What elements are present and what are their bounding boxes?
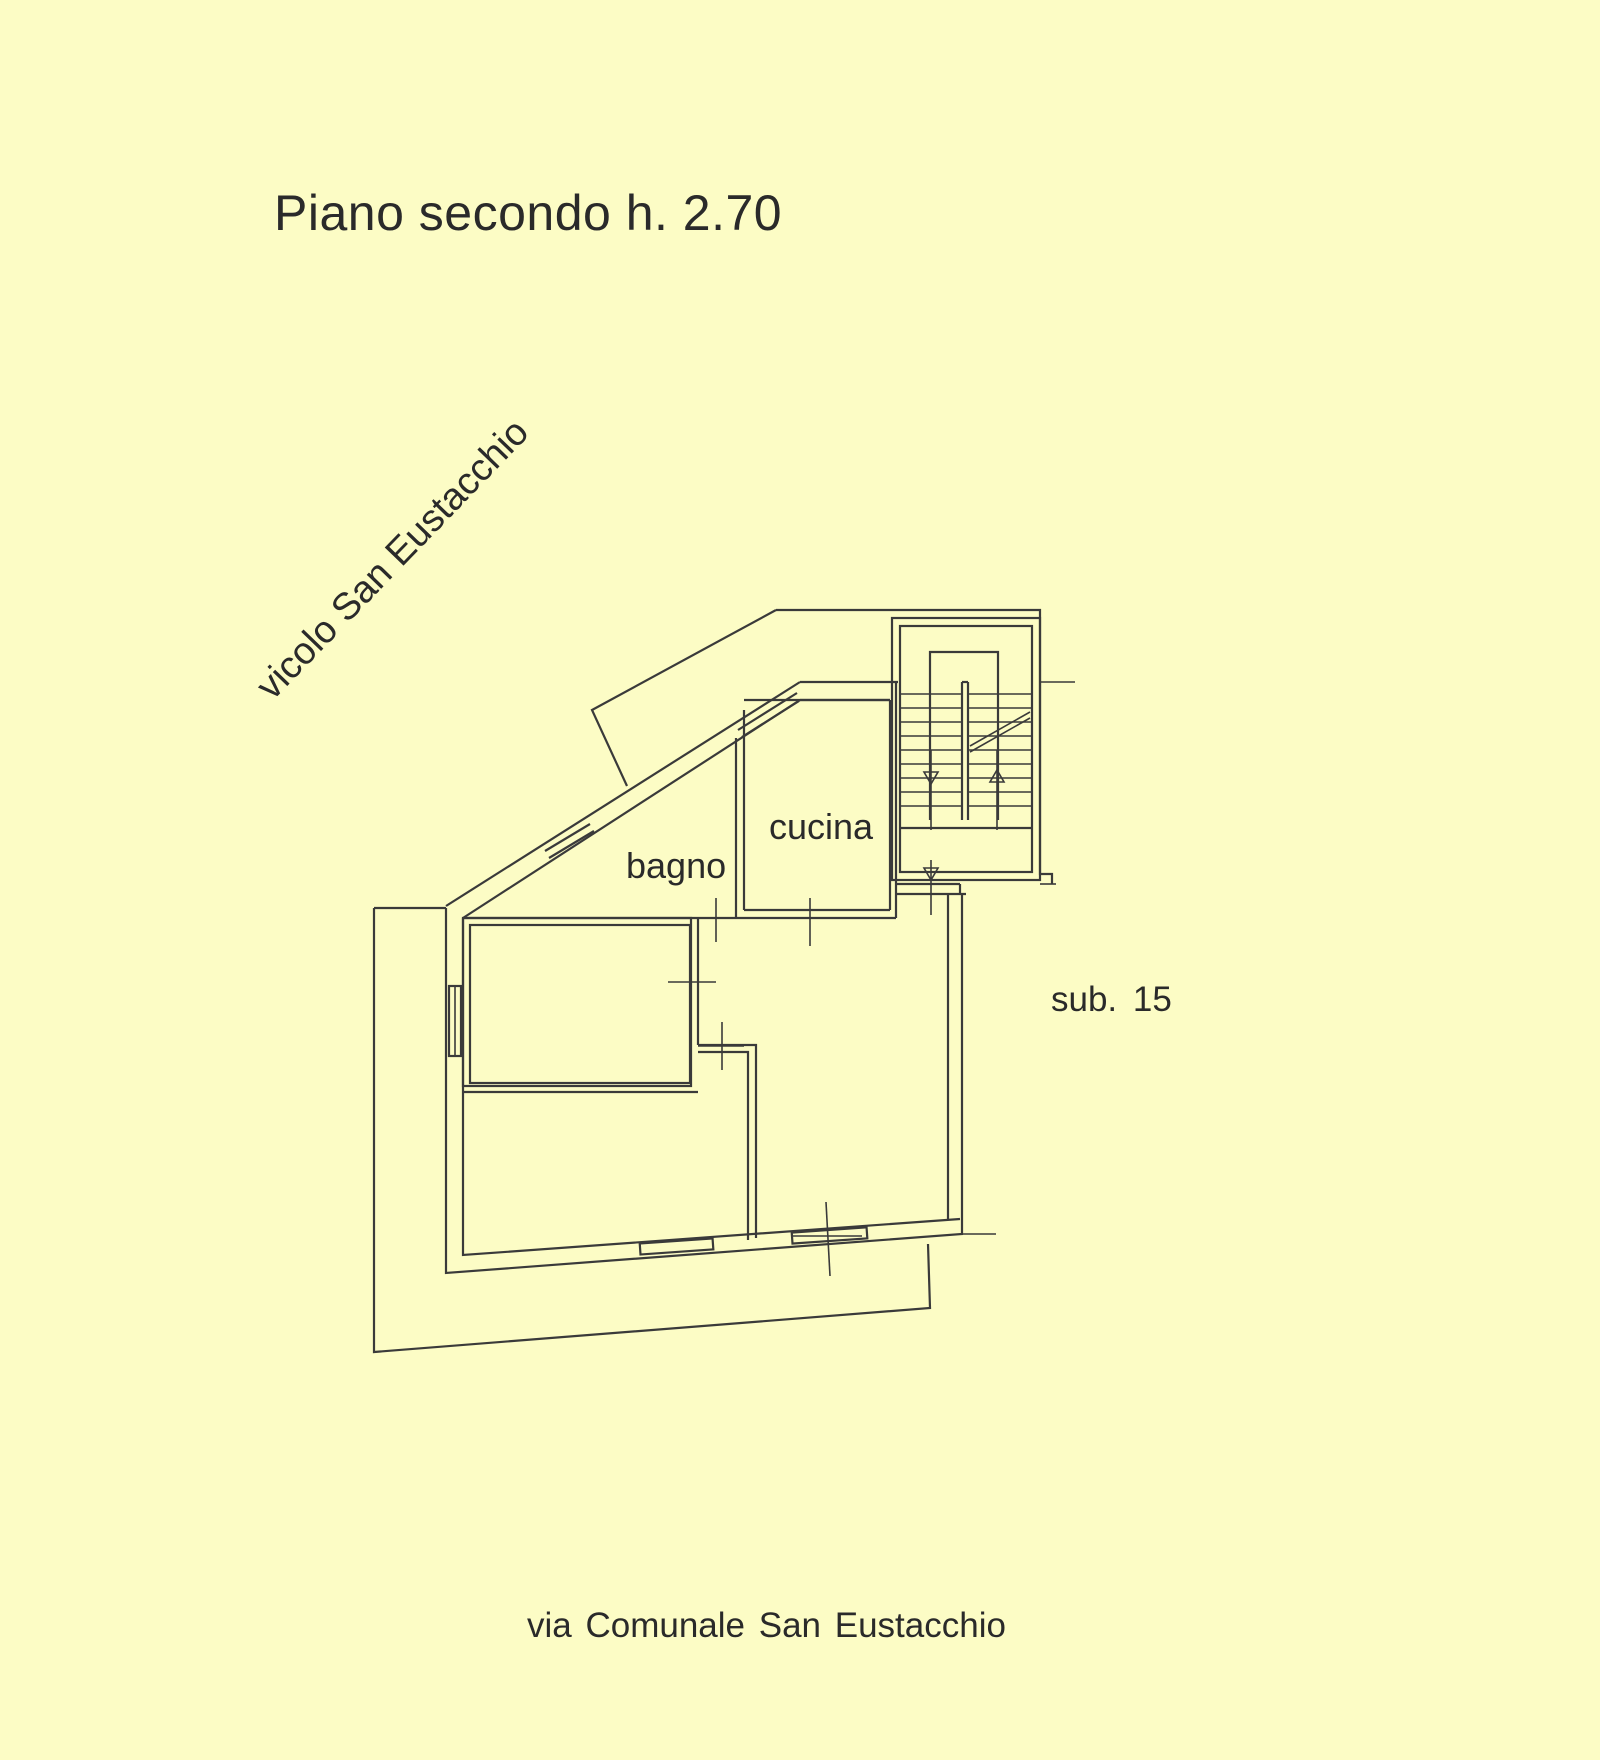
outer-boundary: [372, 908, 932, 1354]
room-upper-left: [461, 916, 693, 1088]
diagonal-wall-outer: [445, 681, 801, 907]
window-diagonal-2b: [741, 700, 800, 738]
neighbor-label: sub. 15: [1051, 980, 1172, 1019]
stairwell-inner: [898, 624, 1034, 874]
apartment-wall-outer: [444, 893, 964, 1275]
window-bottom-2: [790, 1226, 869, 1245]
door-markers: [668, 898, 862, 1277]
window-diagonal-2: [737, 692, 798, 731]
page-title: Piano secondo h. 2.70: [274, 185, 783, 241]
window-diagonal-1b: [548, 830, 595, 859]
room-label-cucina: cucina: [769, 806, 874, 847]
stair-handrail: [969, 711, 1031, 747]
room-lower-left-wall: [698, 1043, 758, 1238]
window-diagonal-1: [544, 823, 591, 852]
stair-handrail-b: [969, 717, 1031, 753]
room-label-bagno: bagno: [626, 845, 727, 886]
room-lower-left-wall-b: [698, 1050, 750, 1240]
room-upper-left-inner: [468, 923, 692, 1085]
terrace-diagonal-edge: [590, 609, 777, 787]
window-bottom-1: [638, 1237, 715, 1256]
street-label-via-comunale: via Comunale San Eustacchio: [527, 1606, 1006, 1645]
stair-steps-right: [968, 693, 1032, 807]
stairwell-outer: [890, 616, 1042, 882]
